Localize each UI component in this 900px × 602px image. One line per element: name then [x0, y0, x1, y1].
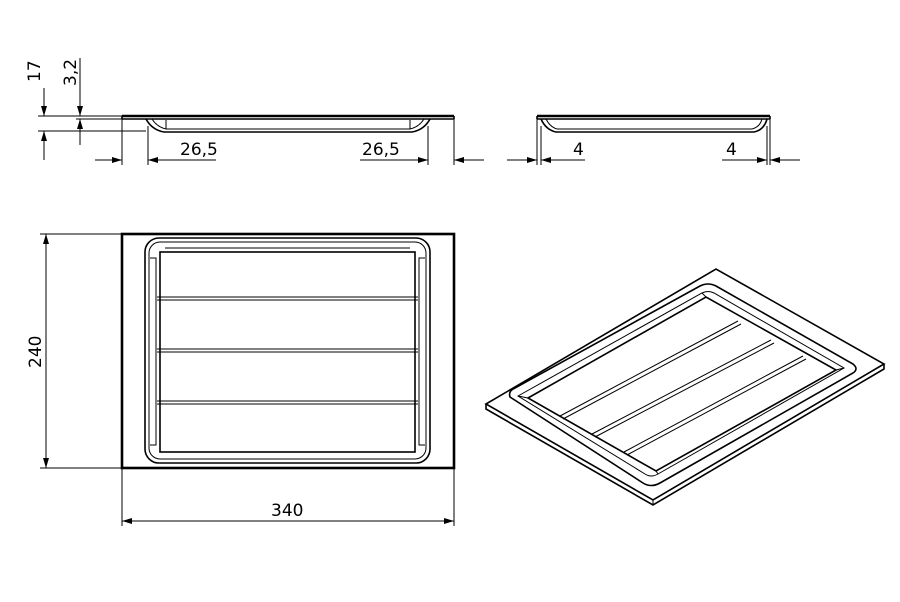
iso-rib-1-a	[559, 320, 739, 417]
top-view: 240 340	[26, 232, 456, 526]
dim-26-5-right-label: 26,5	[362, 140, 400, 160]
iso-corner-1	[517, 395, 529, 399]
iso-rib-2-b	[594, 342, 775, 438]
front-view-tray-profile	[145, 118, 431, 133]
dim-4-left-label: 4	[573, 140, 584, 160]
side-view: 4 4	[507, 114, 800, 165]
iso-tray-inner-rim	[517, 291, 846, 477]
top-view-tray-outer	[144, 237, 431, 464]
dim-3-2-label: 3,2	[61, 59, 81, 86]
front-view: 17 3,2 26,5 26,5	[25, 58, 484, 165]
dim-340-label: 340	[271, 501, 303, 521]
dim-17-label: 17	[25, 60, 45, 82]
iso-corner-4	[655, 470, 659, 475]
top-view-outer-plate	[120, 232, 456, 470]
iso-rib-1-b	[562, 323, 742, 420]
iso-corner-3	[835, 367, 845, 371]
side-view-tray-inner-profile	[545, 118, 763, 130]
side-view-tray-profile	[540, 118, 768, 133]
dim-240-label: 240	[26, 336, 46, 368]
iso-tray-rim	[508, 283, 857, 487]
top-view-tray-inner	[148, 241, 427, 460]
iso-corner-2	[701, 292, 707, 298]
dim-4-right-label: 4	[726, 140, 737, 160]
iso-rib-3-b	[626, 358, 807, 456]
iso-rib-2-a	[591, 339, 772, 435]
iso-plate-top	[484, 268, 886, 501]
isometric-view	[484, 268, 886, 506]
top-view-left-rail	[150, 257, 157, 446]
dim-26-5-left-label: 26,5	[180, 140, 218, 160]
iso-rib-3-a	[623, 355, 804, 453]
front-view-tray-inner-profile	[151, 118, 425, 130]
top-view-right-rail	[418, 257, 425, 446]
iso-tray-floor	[526, 296, 838, 472]
